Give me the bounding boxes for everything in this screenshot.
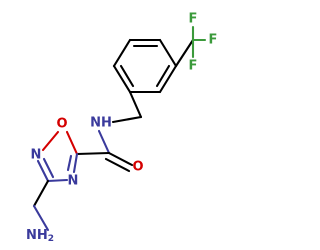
bond-c3-to-ch2 — [32, 179, 50, 208]
trifluoromethyl-group: F F F — [174, 12, 218, 74]
atom-nh2: NH2 — [26, 228, 54, 245]
bond-n4-c5-b — [66, 154, 73, 172]
bond-c5-o1 — [65, 130, 79, 156]
molecule-structure-diagram: F F F NH O O N N NH2 — [26, 12, 218, 245]
bond-ring-to-cf3 — [174, 38, 195, 68]
atom-n-ring-right: N — [68, 174, 79, 189]
benzene-ring — [112, 38, 178, 94]
bond-nh-to-carbonyl-c — [97, 129, 111, 155]
atom-f-top: F — [189, 12, 198, 27]
bond-ring-f — [112, 38, 132, 68]
atom-n-ring-left: N — [31, 148, 42, 163]
atom-nh2-main: NH — [26, 228, 48, 243]
bond-ring-c — [158, 64, 178, 94]
bond-c3-n4 — [46, 178, 69, 183]
bond-n2-c3-a — [36, 159, 50, 183]
bond-o1-n2 — [41, 130, 60, 152]
atom-f-lower: F — [189, 59, 198, 74]
bond-carbonyl-c-o-2 — [104, 157, 131, 173]
bond-carbonyl-c-o-1 — [107, 151, 134, 167]
bond-ring-b — [158, 38, 178, 68]
bond-ring-e — [112, 64, 132, 94]
bond-carbonyl-to-c5 — [75, 151, 111, 156]
bond-n2-c3-b — [42, 157, 55, 179]
atom-nh: NH — [90, 116, 112, 131]
atom-o-ring: O — [56, 117, 67, 132]
bond-ring-inner-c — [119, 64, 135, 88]
bond-n4-c5-a — [72, 152, 79, 174]
atom-o-carbonyl: O — [132, 160, 143, 175]
bond-ring-inner-b — [155, 64, 171, 88]
oxadiazole-ring: O N N — [31, 117, 111, 189]
atom-f-right: F — [209, 33, 218, 48]
bond-ch2-to-nh2 — [32, 204, 50, 232]
atom-nh2-subscript: 2 — [48, 234, 54, 244]
bond-ring-to-ch2 — [128, 90, 143, 119]
bond-ch2-to-nh — [111, 115, 143, 124]
